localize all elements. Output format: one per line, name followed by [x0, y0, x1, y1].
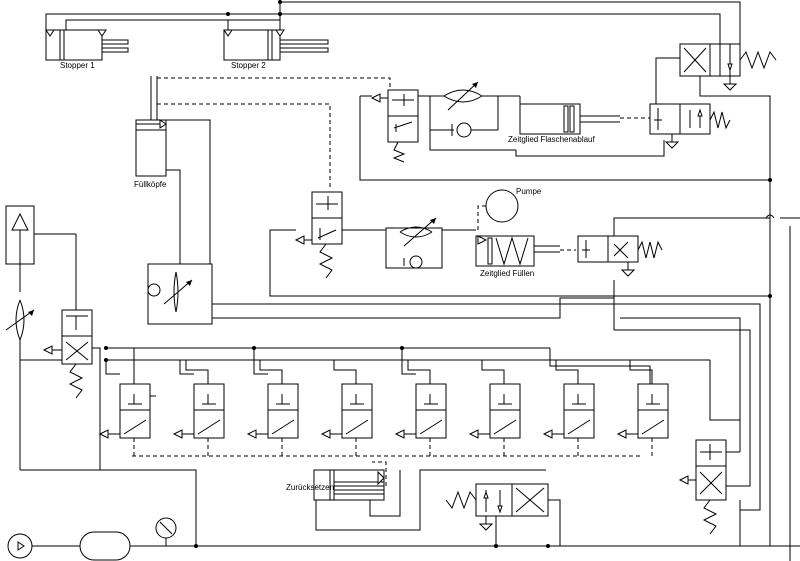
- stopper-2-cylinder: Stopper 2: [223, 29, 329, 70]
- stopper-2-label: Stopper 2: [231, 61, 266, 70]
- fill-heads-check-throttle: [147, 263, 213, 325]
- middle-flow-control: [385, 217, 476, 269]
- upper-3-2-valve: [359, 89, 770, 181]
- sensor-valve: [394, 348, 447, 456]
- middle-3-2-valve: [269, 191, 770, 297]
- left-indicator-cylinder: [5, 205, 77, 310]
- bottom-5-2-valve: [445, 483, 561, 546]
- top-supply-lines: [45, 0, 741, 44]
- upper-flow-control: [418, 81, 521, 138]
- sensor-valve: [320, 360, 373, 456]
- bottom-right-5-2-valve: [614, 329, 751, 535]
- top-right-valve: [655, 43, 777, 180]
- left-5-2-valve: [20, 309, 101, 470]
- reset-cylinder: Zurücksetzen: [286, 461, 546, 531]
- pump: Pumpe: [477, 187, 542, 232]
- timer-filling-label: Zeitglied Füllen: [480, 269, 534, 278]
- right-trunk-lines: [613, 178, 800, 561]
- sensor-valve: [246, 348, 299, 456]
- fill-heads-cylinder: Füllköpfe: [134, 76, 616, 319]
- air-supply: [7, 517, 800, 561]
- sensor-valve: [98, 348, 156, 456]
- timer-bottle-runoff: Zeitglied Flaschenablauf: [508, 103, 665, 157]
- pump-label: Pumpe: [516, 187, 542, 196]
- reset-label: Zurücksetzen: [286, 483, 334, 492]
- sensor-valve: [616, 360, 669, 456]
- stopper-1-label: Stopper 1: [60, 61, 95, 70]
- left-throttle: [5, 299, 197, 546]
- sensor-valve: [172, 360, 225, 456]
- sensor-valve-row: [98, 348, 669, 456]
- upper-right-3-2-valve: [649, 103, 731, 149]
- fill-heads-label: Füllköpfe: [134, 180, 167, 189]
- middle-right-3-2-valve: [577, 217, 770, 277]
- stopper-1-cylinder: Stopper 1: [45, 29, 129, 70]
- sensor-valve: [468, 360, 521, 456]
- timer-filling: Zeitglied Füllen: [475, 235, 576, 278]
- timer-bottle-runoff-label: Zeitglied Flaschenablauf: [508, 135, 595, 144]
- sensor-valve: [542, 360, 595, 456]
